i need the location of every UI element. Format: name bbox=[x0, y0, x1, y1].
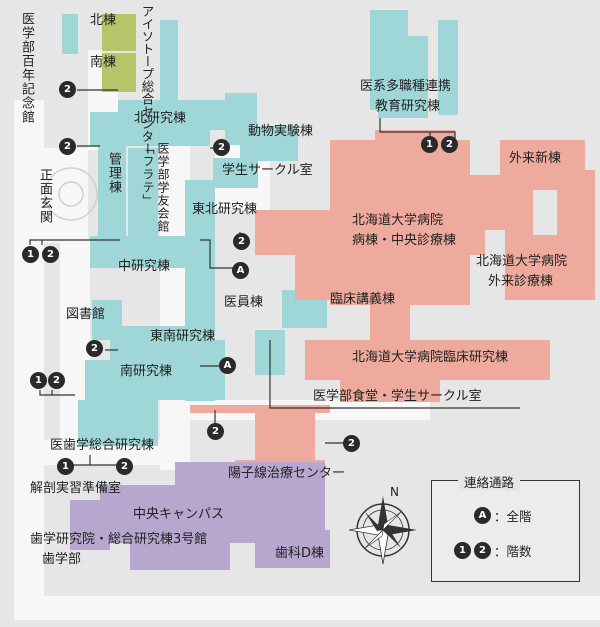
admin-building bbox=[98, 146, 126, 236]
label-library: 図書館 bbox=[66, 307, 106, 322]
badge-2: 2 bbox=[86, 340, 103, 357]
connector-lines bbox=[29, 89, 520, 468]
label-clinical-research: 北海道大学病院臨床研究棟 bbox=[352, 350, 509, 365]
legend: 連絡通路 A ：全階 1 2 ：階数 bbox=[431, 472, 580, 582]
badge-2: 2 bbox=[207, 423, 224, 440]
label-main-gate: 正面玄関 bbox=[37, 168, 52, 224]
dental-buildings bbox=[70, 462, 330, 570]
label-frate-1: 医学部学友会館 bbox=[156, 142, 170, 233]
badge-a: A bbox=[219, 357, 236, 374]
outpatient-new bbox=[500, 140, 585, 175]
label-medical-edu-2: 教育研究棟 bbox=[375, 99, 441, 114]
legend-badge-1: 1 bbox=[454, 542, 471, 559]
badge-1: 1 bbox=[30, 372, 47, 389]
badge-2: 2 bbox=[213, 139, 230, 156]
label-admin: 管理棟 bbox=[106, 152, 121, 194]
badge-2: 2 bbox=[233, 233, 250, 250]
label-proton-center: 陽子線治療センター bbox=[228, 466, 346, 481]
animal-lab-building bbox=[240, 126, 298, 161]
central-campus bbox=[175, 462, 325, 487]
label-central-campus: 中央キャンパス bbox=[133, 507, 225, 522]
badge-1: 1 bbox=[421, 136, 438, 153]
label-outpatient-main-2: 外来診療棟 bbox=[488, 274, 554, 289]
label-south-lab: 南研究棟 bbox=[120, 364, 173, 379]
compass-icon bbox=[348, 496, 417, 565]
label-animal-lab: 動物実験棟 bbox=[248, 124, 314, 139]
badge-2: 2 bbox=[343, 435, 360, 452]
badge-2: 2 bbox=[59, 138, 76, 155]
label-dissection: 解剖実習準備室 bbox=[30, 481, 122, 496]
cafeteria-building bbox=[340, 380, 440, 402]
clinical-research-building bbox=[305, 340, 550, 380]
legend-row-all-floors: A ：全階 bbox=[474, 506, 532, 525]
badge-2: 2 bbox=[59, 81, 76, 98]
label-outpatient-main-1: 北海道大学病院 bbox=[476, 254, 568, 269]
label-northeast-lab: 東北研究棟 bbox=[192, 202, 258, 217]
label-staff: 医員棟 bbox=[224, 295, 264, 310]
frate-building bbox=[128, 148, 158, 238]
legend-title: 連絡通路 bbox=[458, 472, 521, 491]
label-clinical-lecture: 臨床講義棟 bbox=[330, 292, 396, 307]
label-outpatient-new: 外来新棟 bbox=[509, 151, 562, 166]
label-hospital-2: 病棟・中央診療棟 bbox=[352, 233, 457, 248]
medical-dental-building bbox=[78, 400, 158, 446]
legend-badge-2: 2 bbox=[474, 542, 491, 559]
dental-d-building bbox=[255, 530, 330, 568]
label-southeast-lab: 東南研究棟 bbox=[150, 329, 216, 344]
label-cafeteria: 医学部食堂・学生サークル室 bbox=[313, 389, 482, 404]
label-medical-edu-1: 医系多職種連携 bbox=[360, 79, 452, 94]
label-north-lab: 北研究棟 bbox=[134, 111, 187, 126]
label-north-building: 北棟 bbox=[90, 13, 117, 28]
south-lab-building bbox=[85, 360, 185, 400]
badge-2: 2 bbox=[116, 458, 133, 475]
student-circle-building bbox=[213, 158, 258, 188]
badge-2: 2 bbox=[441, 136, 458, 153]
legend-badge-a: A bbox=[474, 507, 491, 524]
badge-1: 1 bbox=[57, 458, 74, 475]
label-isotope-center: アイソトープ総合センター bbox=[139, 5, 155, 155]
medical-century-hall bbox=[62, 14, 78, 54]
legend-row1-text: ：全階 bbox=[494, 509, 532, 524]
compass-north-label: N bbox=[390, 485, 399, 499]
legend-row-floor: 1 2 ：階数 bbox=[454, 541, 532, 560]
label-middle-lab: 中研究棟 bbox=[118, 259, 171, 274]
badge-2: 2 bbox=[48, 372, 65, 389]
label-dental-d: 歯科D棟 bbox=[275, 546, 325, 561]
label-hospital-1: 北海道大学病院 bbox=[352, 213, 444, 228]
roundabout bbox=[44, 167, 98, 221]
label-south-building: 南棟 bbox=[90, 55, 117, 70]
badge-1: 1 bbox=[22, 246, 39, 263]
label-medical-dental: 医歯学総合研究棟 bbox=[50, 438, 155, 453]
legend-row2-text: ：階数 bbox=[494, 544, 532, 559]
label-medical-century: 医学部百年記念館 bbox=[19, 12, 34, 124]
label-frate-2: 「フラテ」 bbox=[141, 142, 155, 207]
isotope-center-tower bbox=[160, 20, 178, 112]
label-dental-school: 歯学部 bbox=[42, 552, 82, 567]
badge-a: A bbox=[232, 262, 249, 279]
teal-buildings bbox=[62, 10, 458, 446]
badge-2: 2 bbox=[42, 246, 59, 263]
label-dental-research: 歯学研究院・総合研究棟3号館 bbox=[30, 532, 208, 547]
label-student-circle: 学生サークル室 bbox=[222, 163, 313, 178]
